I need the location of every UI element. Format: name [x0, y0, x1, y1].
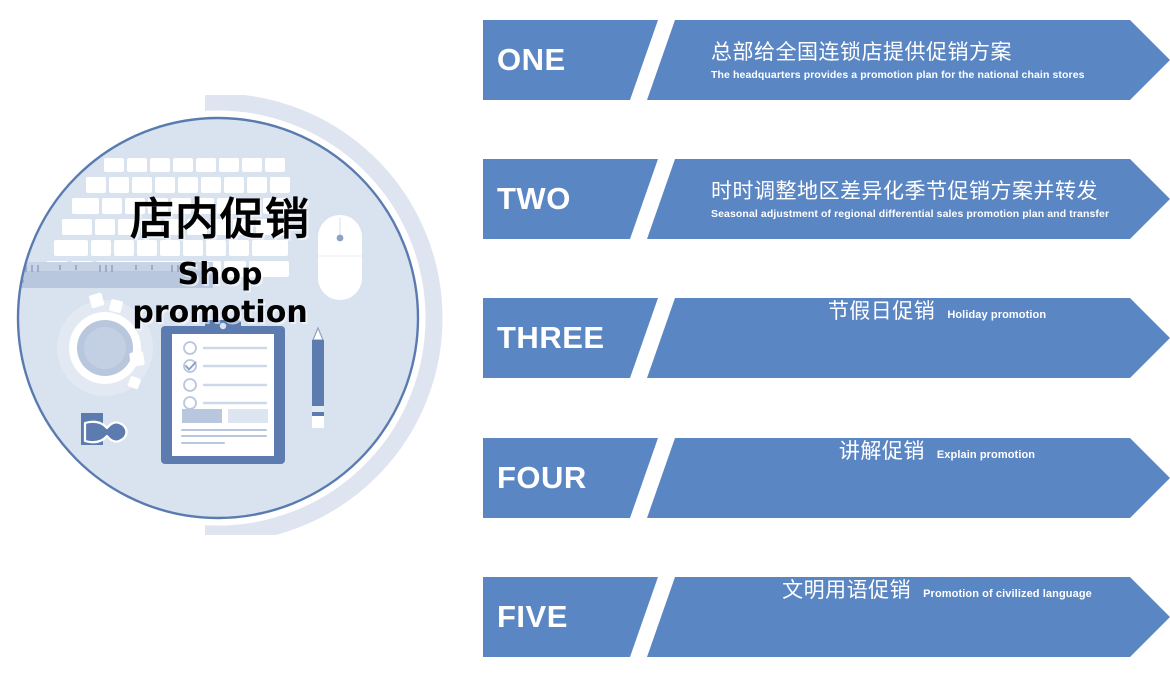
decorative-outer-arc [205, 95, 443, 535]
step-title-cn-four: 讲解促销 [838, 439, 925, 463]
step-row-four[interactable]: FOUR 讲解促销 Explain promotion [483, 438, 1170, 518]
step-text-two: 时时调整地区差异化季节促销方案并转发 Seasonal adjustment o… [711, 159, 1163, 239]
step-title-en-one: The headquarters provides a promotion pl… [711, 68, 1085, 81]
step-arrow-shape-four [483, 438, 1170, 518]
step-title-en-four: Explain promotion [936, 449, 1036, 461]
step-text-four: 讲解促销 Explain promotion [711, 438, 1163, 518]
step-text-three: 节假日促销 Holiday promotion [711, 298, 1163, 378]
step-row-one[interactable]: ONE 总部给全国连锁店提供促销方案 The headquarters prov… [483, 20, 1170, 100]
step-title-cn-one: 总部给全国连锁店提供促销方案 [711, 40, 1012, 65]
step-title-en-three: Holiday promotion [947, 309, 1047, 321]
step-number-two: TWO [497, 181, 571, 216]
step-title-en-two: Seasonal adjustment of regional differen… [711, 207, 1110, 220]
step-arrow-shape-five [483, 577, 1170, 657]
step-number-four: FOUR [497, 460, 587, 495]
step-text-five: 文明用语促销 Promotion of civilized language [711, 577, 1163, 657]
pencil-icon [312, 326, 324, 428]
step-title-cn-two: 时时调整地区差异化季节促销方案并转发 [711, 179, 1098, 204]
step-arrow-shape-two [483, 159, 1170, 239]
illustration-circle-outline [16, 116, 420, 520]
step-text-one: 总部给全国连锁店提供促销方案 The headquarters provides… [711, 20, 1163, 100]
step-title-cn-five: 文明用语促销 [782, 578, 912, 602]
step-number-three: THREE [497, 320, 605, 355]
step-arrow-shape-one [483, 20, 1170, 100]
mouse-icon [318, 215, 362, 300]
step-row-three[interactable]: THREE 节假日促销 Holiday promotion [483, 298, 1170, 378]
keyboard-icon [46, 158, 290, 277]
binder-clip-icon [81, 413, 128, 445]
clipboard-icon [161, 320, 285, 464]
illustration-graphic [16, 95, 443, 535]
step-title-en-five: Promotion of civilized language [923, 588, 1092, 600]
step-row-two[interactable]: TWO 时时调整地区差异化季节促销方案并转发 Seasonal adjustme… [483, 159, 1170, 239]
step-arrow-shape-three [483, 298, 1170, 378]
step-number-five: FIVE [497, 599, 568, 634]
step-number-one: ONE [497, 42, 566, 77]
step-title-cn-three: 节假日促销 [827, 299, 936, 323]
step-row-five[interactable]: FIVE 文明用语促销 Promotion of civilized langu… [483, 577, 1170, 657]
ruler-icon [18, 262, 213, 288]
coffee-cup-icon [57, 292, 153, 396]
